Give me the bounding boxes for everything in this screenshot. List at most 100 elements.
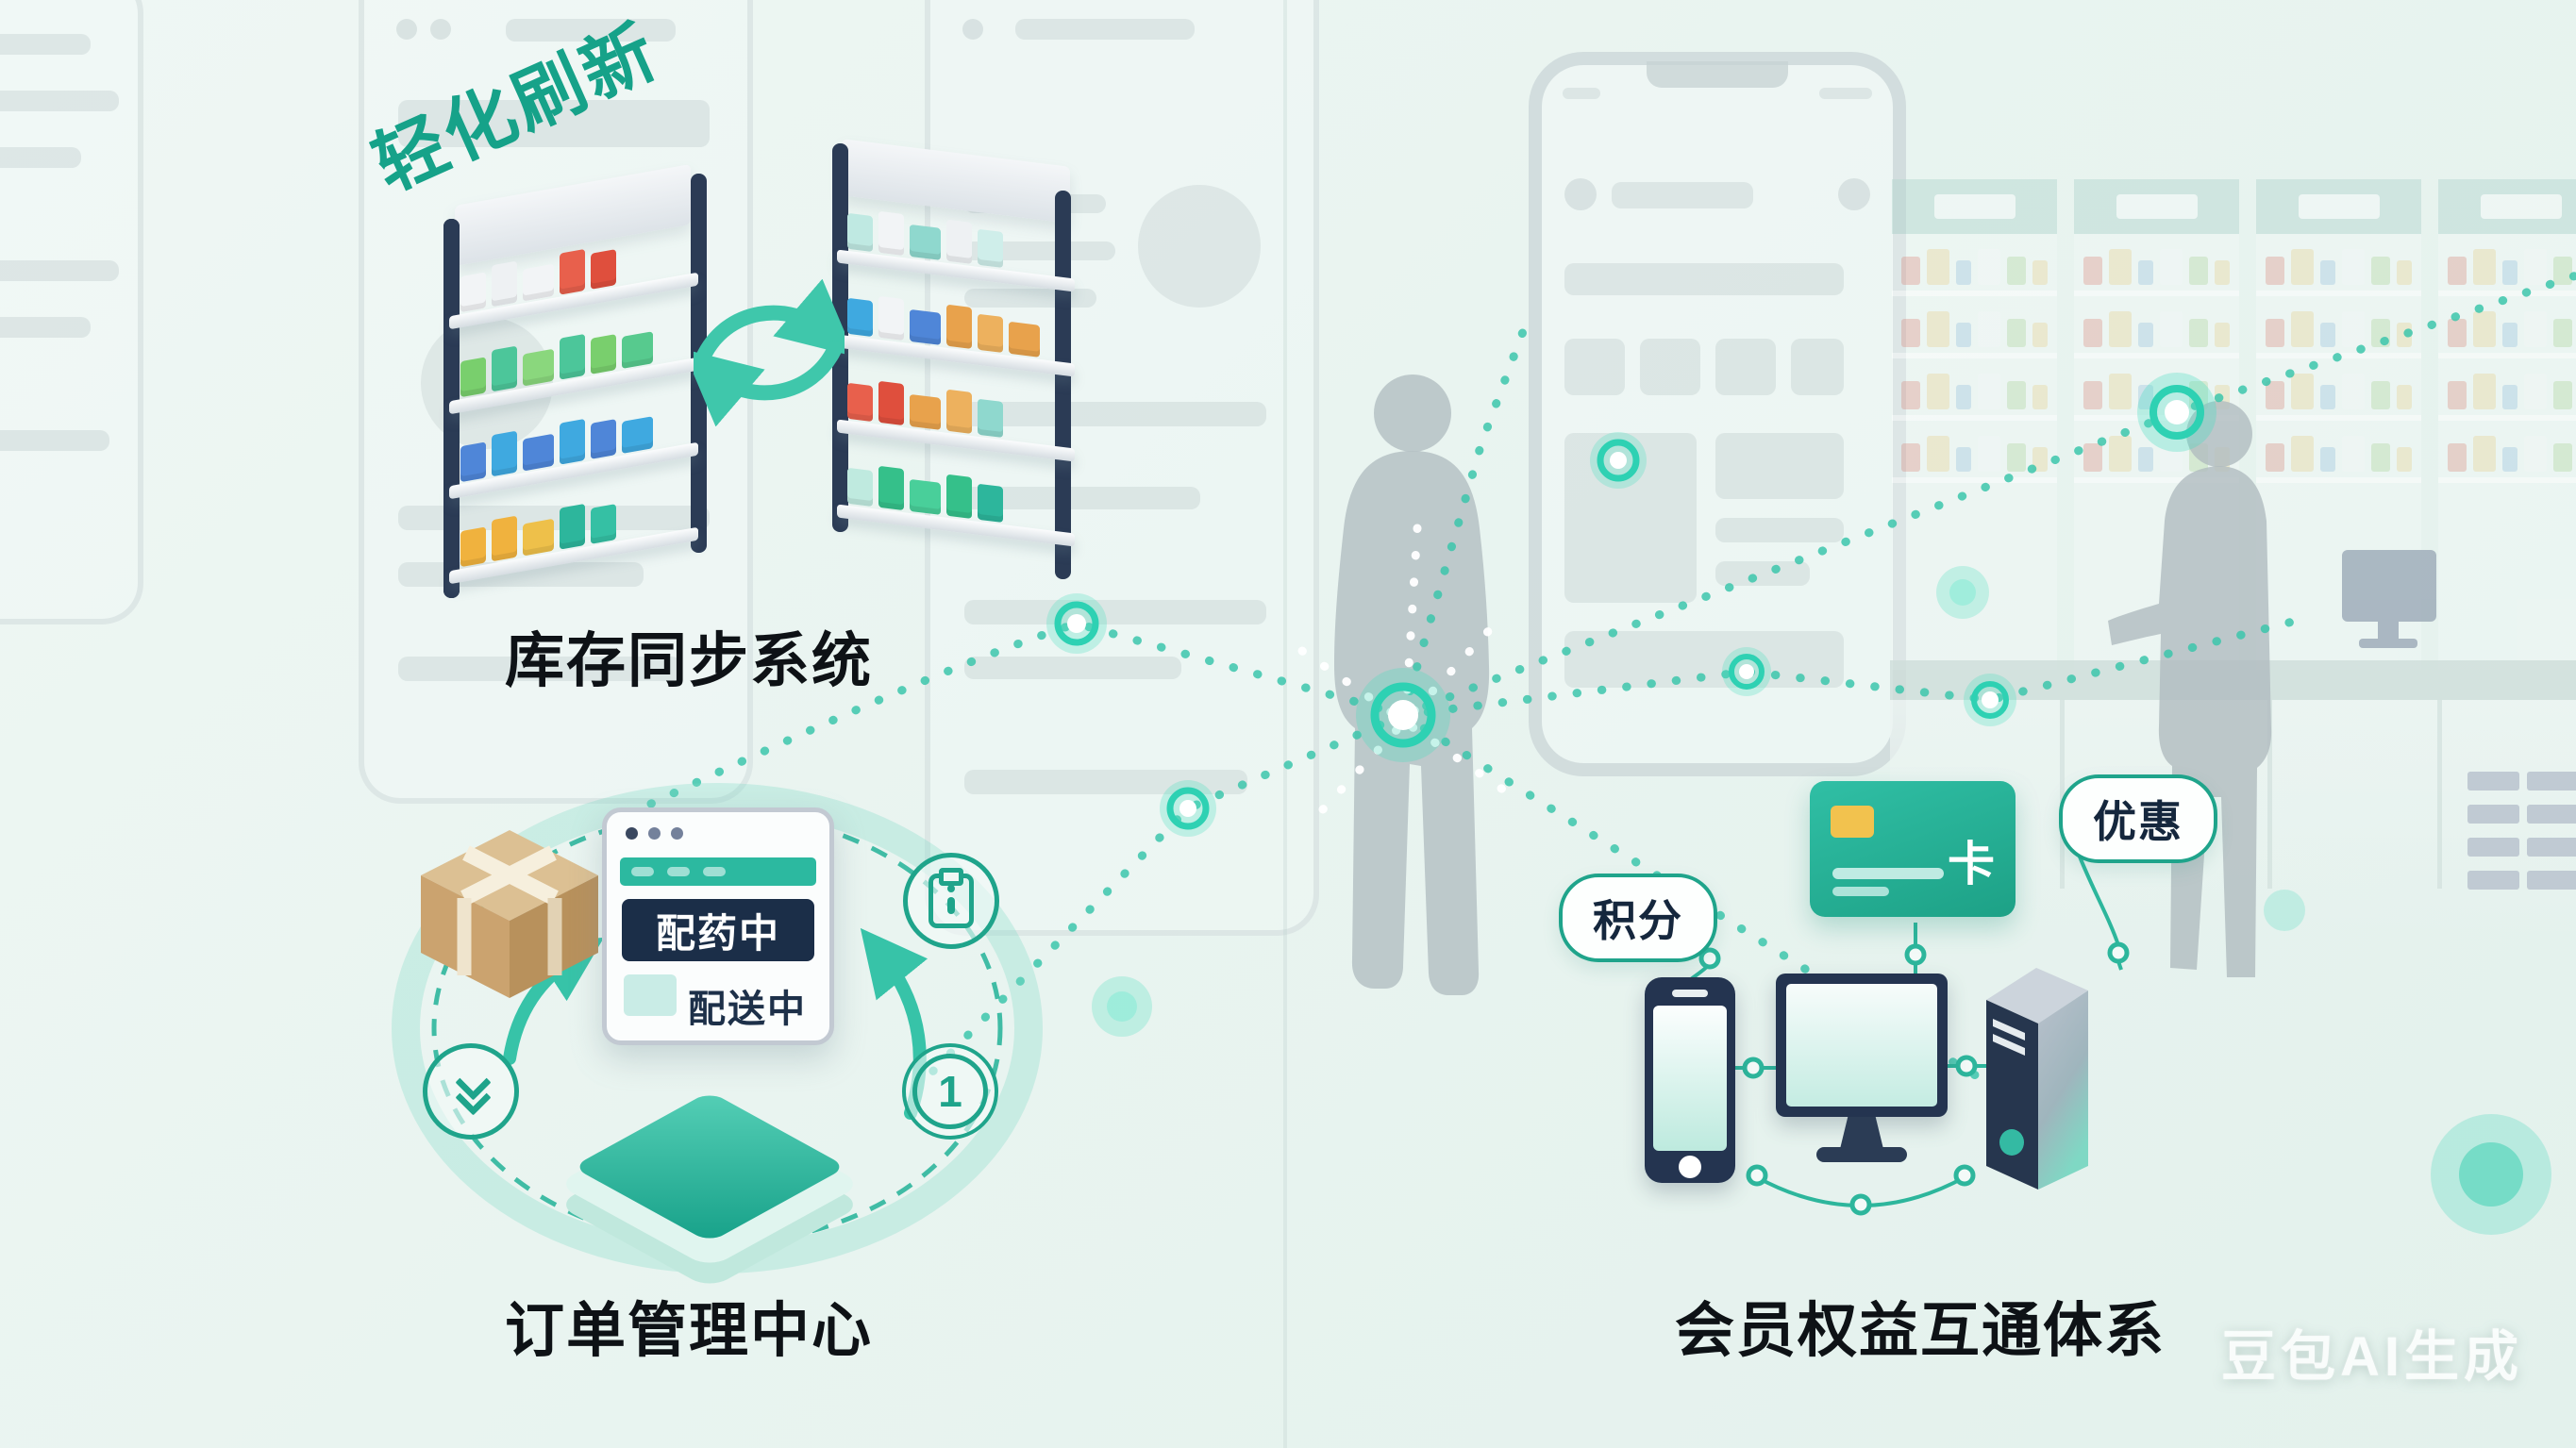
product-block [878,465,904,511]
product-block [2083,319,2102,347]
points-badge: 积分 [1559,874,1717,962]
product-block [460,526,486,568]
product-block [2371,381,2390,409]
product-block [2189,257,2208,285]
step-one-icon: 1 [902,1043,998,1140]
product-block [2138,447,2153,472]
product-block [2083,443,2102,472]
pharmacy-shelf-row [2438,421,2576,483]
pharmacy-shelf-row [2256,358,2421,421]
product-block [2266,319,2284,347]
pharmacy-shelf-row [2074,296,2239,358]
ai-watermark: 豆包AI生成 [2220,1326,2523,1388]
product-block [622,416,653,455]
product-block [910,308,941,345]
product-block [2032,260,2048,285]
product-block [2083,381,2102,409]
members-section-label: 会员权益互通体系 [1675,1298,2166,1364]
product-block [2371,257,2390,285]
product-block [622,331,653,370]
product-block [2215,260,2230,285]
glow-node [1046,593,1107,654]
pos-monitor-background [2342,550,2436,648]
status-secondary-label: 配送中 [688,989,807,1030]
dotted-network-lines [646,271,2576,1154]
product-block [2448,443,2467,472]
product-block [2160,311,2183,347]
product-block [1978,249,2000,285]
double-chevron-down-icon [423,1043,519,1140]
smartphone-icon [1645,977,1735,1183]
step-one-number: 1 [912,1054,988,1129]
product-block [460,357,486,398]
product-block [2109,436,2132,472]
product-block [978,483,1003,524]
product-block [978,313,1003,354]
glow-node [1722,647,1771,696]
product-block [591,419,616,459]
product-block [2266,257,2284,285]
pharmacy-shelf-row [1892,358,2057,421]
product-block [2032,323,2048,347]
product-block [910,224,941,260]
pharmacy-shelf-row [1892,234,2057,296]
product-block [523,518,554,557]
card-chip-icon [1831,806,1874,838]
pharmacy-shelf-row [2438,358,2576,421]
pharmacy-shelf-row [1892,421,2057,483]
product-block [2007,257,2026,285]
product-block [1901,381,1920,409]
product-block [1009,321,1040,358]
card-stripe [1832,887,1889,896]
window-toolbar [620,857,816,886]
phone-screen [1653,1006,1727,1151]
background-seam [1283,0,1287,1448]
product-block [460,272,486,313]
product-block [1956,260,1971,285]
product-block [2291,311,2314,347]
product-block [2291,374,2314,409]
product-block [2291,436,2314,472]
product-block [523,263,554,302]
product-block [1927,311,1949,347]
product-block [847,382,873,423]
pharmacy-shelf-unit [2438,179,2576,670]
product-block [2397,260,2412,285]
product-block [2524,436,2547,472]
product-block [2007,381,2026,409]
product-block [2342,436,2365,472]
product-block [2320,323,2335,347]
product-block [492,260,517,308]
package-box-icon [421,830,598,998]
product-block [1901,319,1920,347]
product-block [2215,323,2230,347]
pharmacy-shelf-row [2256,234,2421,296]
product-block [1956,323,1971,347]
pharmacy-shelf-row [2438,234,2576,296]
product-block [2320,447,2335,472]
product-block [2524,249,2547,285]
card-stripe [1832,868,1944,879]
product-block [1927,249,1949,285]
pharmacy-shelf-row [1892,296,2057,358]
product-block [1956,385,1971,409]
product-block [946,219,972,264]
product-block [591,504,616,544]
product-block [2473,249,2496,285]
product-block [2160,249,2183,285]
product-block [2448,319,2467,347]
product-block [492,515,517,562]
product-block [560,503,585,550]
product-block [1956,447,1971,472]
product-block [1927,436,1949,472]
product-block [2502,323,2517,347]
product-block [910,478,941,515]
clipboard-icon [903,853,999,949]
product-block [460,441,486,483]
product-block [2502,385,2517,409]
product-block [2524,374,2547,409]
wireframe-panel-article [925,0,1319,936]
glow-nodes [1046,373,2216,837]
